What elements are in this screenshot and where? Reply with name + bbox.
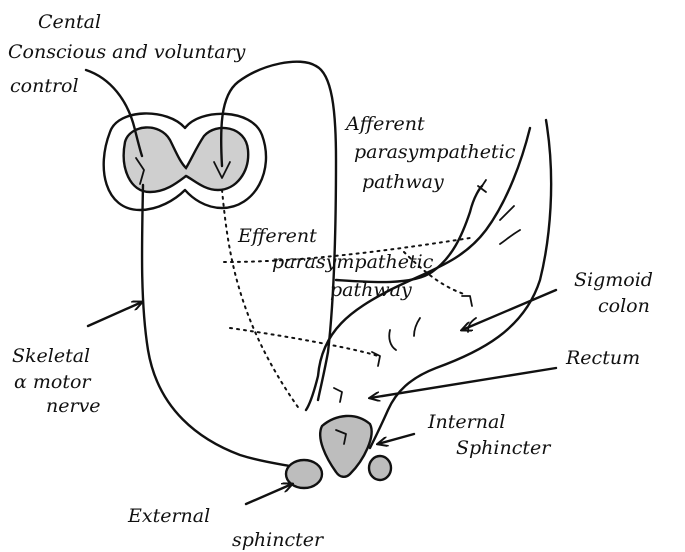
internal-label-line2: Sphincter bbox=[456, 437, 552, 459]
arrow-sigmoid bbox=[462, 288, 558, 330]
receptor-ending-colon-upper bbox=[477, 179, 487, 193]
skeletal-label-line3: nerve bbox=[46, 395, 101, 417]
internal-label-line1: Internal bbox=[427, 411, 505, 433]
central-control-nerve-right bbox=[219, 60, 318, 168]
sigmoid-colon-left-wall bbox=[304, 126, 532, 412]
external-sphincter-right bbox=[367, 454, 393, 482]
sigmoid-label-line2: colon bbox=[598, 295, 650, 317]
efferent-pathway-branch-middle bbox=[229, 327, 379, 357]
external-label-line2: sphincter bbox=[232, 529, 325, 551]
internal-sphincter bbox=[319, 414, 373, 478]
arrow-internal-sphincter bbox=[378, 432, 416, 444]
central-label-line3: control bbox=[10, 75, 79, 97]
afferent-label-line2: parasympathetic bbox=[354, 141, 516, 163]
spinal-cord-grey-matter bbox=[122, 126, 250, 194]
central-label-line2: Conscious and voluntary bbox=[8, 41, 246, 63]
efferent-label-line3: pathway bbox=[330, 279, 412, 301]
afferent-pathway-branch bbox=[334, 184, 484, 284]
label-central-control: Cental Conscious and voluntary control bbox=[8, 11, 246, 97]
efferent-label-line2: parasympathetic bbox=[272, 251, 434, 273]
receptor-ending-rectum bbox=[371, 351, 381, 367]
internal-sphincter-nerve-ending bbox=[335, 429, 347, 445]
arrow-external-sphincter bbox=[244, 484, 292, 506]
label-efferent: Efferent parasympathetic pathway bbox=[237, 225, 434, 301]
external-label-line1: External bbox=[127, 505, 210, 527]
afferent-pathway bbox=[314, 64, 338, 402]
afferent-label-line3: pathway bbox=[362, 171, 444, 193]
label-skeletal-nerve: Skeletal α motor nerve bbox=[12, 345, 101, 417]
label-sigmoid-colon: Sigmoid colon bbox=[574, 269, 653, 317]
arrow-rectum bbox=[370, 366, 558, 398]
receptor-ending-rectum-low bbox=[333, 387, 343, 403]
dorsal-horn-left bbox=[135, 157, 145, 185]
label-external-sphincter: External sphincter bbox=[127, 505, 325, 551]
efferent-pathway-branch-lower bbox=[403, 251, 465, 295]
efferent-pathway-branch-upper bbox=[223, 237, 471, 263]
dorsal-horn-right bbox=[213, 161, 231, 179]
skeletal-motor-nerve bbox=[140, 183, 292, 468]
sigmoid-colon-right-wall bbox=[368, 118, 553, 450]
spinal-cord-outline bbox=[102, 112, 268, 212]
label-rectum: Rectum bbox=[565, 347, 640, 369]
arrow-skeletal bbox=[86, 302, 142, 328]
spinal-cord bbox=[102, 112, 268, 212]
skeletal-label-line2: α motor bbox=[14, 371, 92, 393]
efferent-pathway-trunk bbox=[221, 189, 301, 411]
central-control-nerve-left bbox=[84, 68, 144, 158]
skeletal-label-line1: Skeletal bbox=[12, 345, 90, 367]
external-sphincter-left bbox=[284, 458, 324, 490]
afferent-label-line1: Afferent bbox=[344, 113, 425, 135]
central-label-line1: Cental bbox=[38, 11, 101, 33]
label-internal-sphincter: Internal Sphincter bbox=[427, 411, 552, 459]
sigmoid-label-line1: Sigmoid bbox=[574, 269, 653, 291]
colon-haustra bbox=[388, 205, 521, 351]
efferent-label-line1: Efferent bbox=[237, 225, 317, 247]
receptor-ending-colon-lower bbox=[461, 295, 473, 307]
label-afferent: Afferent parasympathetic pathway bbox=[344, 113, 516, 193]
